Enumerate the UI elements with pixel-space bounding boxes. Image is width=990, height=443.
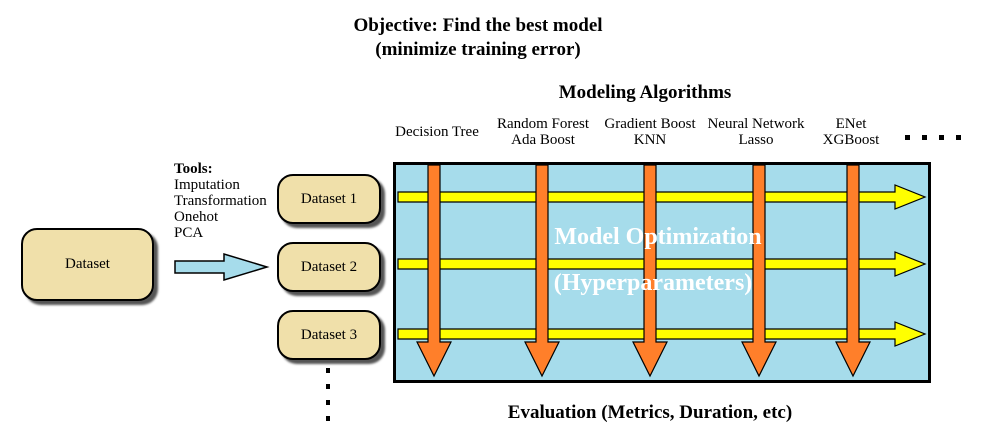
vertical-arrow-3 (632, 164, 668, 378)
vertical-arrow-5 (835, 164, 871, 378)
vertical-arrow-2 (524, 164, 560, 378)
dataset-label-3: Dataset 3 (300, 326, 358, 343)
algo-label-col2: Random Forest Ada Boost (497, 116, 589, 148)
tools-heading: Tools: (174, 161, 213, 177)
vertical-arrow-1 (416, 164, 452, 378)
more-algorithms-dots (905, 128, 965, 140)
algo-label-col5-line1: ENet (835, 116, 867, 132)
tool-item-transformation: Transformation (174, 193, 267, 209)
algo-label-col2-line2: Ada Boost (511, 132, 575, 148)
optimization-title: Model Optimization (554, 224, 761, 250)
optimization-subtitle: (Hyperparameters) (554, 270, 753, 296)
dataset-label-2: Dataset 2 (300, 258, 358, 275)
algo-label-col5-line2: XGBoost (822, 132, 880, 148)
algo-label-col3: Gradient Boost KNN (604, 116, 695, 148)
evaluation-label: Evaluation (Metrics, Duration, etc) (507, 402, 793, 423)
algo-label-col4-line2: Lasso (738, 132, 774, 148)
tools-list: Tools: Imputation Transformation Onehot … (174, 161, 267, 241)
algo-label-col4-line1: Neural Network (707, 116, 805, 132)
dataset-box-2: Dataset 2 (277, 242, 381, 292)
algo-label-col2-line1: Random Forest (496, 116, 590, 132)
horizontal-arrow-2 (397, 251, 927, 277)
more-datasets-dots (326, 368, 330, 421)
optimization-panel: Model Optimization (Hyperparameters) (393, 162, 931, 383)
algo-label-col3-line2: KNN (633, 132, 667, 148)
dataset-box-1: Dataset 1 (277, 174, 381, 224)
objective-subtitle: (minimize training error) (375, 39, 581, 60)
algo-label-col3-line1: Gradient Boost (604, 116, 696, 132)
algo-label-col1: Decision Tree (395, 124, 479, 140)
vertical-arrow-4 (741, 164, 777, 378)
source-dataset-label: Dataset (65, 256, 110, 272)
algo-label-col4: Neural Network Lasso (707, 116, 804, 148)
algorithms-heading: Modeling Algorithms (558, 82, 732, 103)
algo-label-col1-line1: Decision Tree (395, 124, 479, 140)
horizontal-arrow-3 (397, 321, 927, 347)
tool-item-pca: PCA (174, 225, 204, 241)
source-dataset-box: Dataset (21, 228, 154, 301)
objective-title: Objective: Find the best model (353, 15, 603, 36)
tool-item-imputation: Imputation (174, 177, 240, 193)
dataset-box-3: Dataset 3 (277, 310, 381, 360)
tools-arrow (174, 252, 270, 282)
horizontal-arrow-1 (397, 184, 927, 210)
more-algorithms-dots-svg (905, 135, 961, 140)
tool-item-onehot: Onehot (174, 209, 219, 225)
dataset-label-1: Dataset 1 (300, 190, 358, 207)
algo-label-col5: ENet XGBoost (823, 116, 880, 148)
